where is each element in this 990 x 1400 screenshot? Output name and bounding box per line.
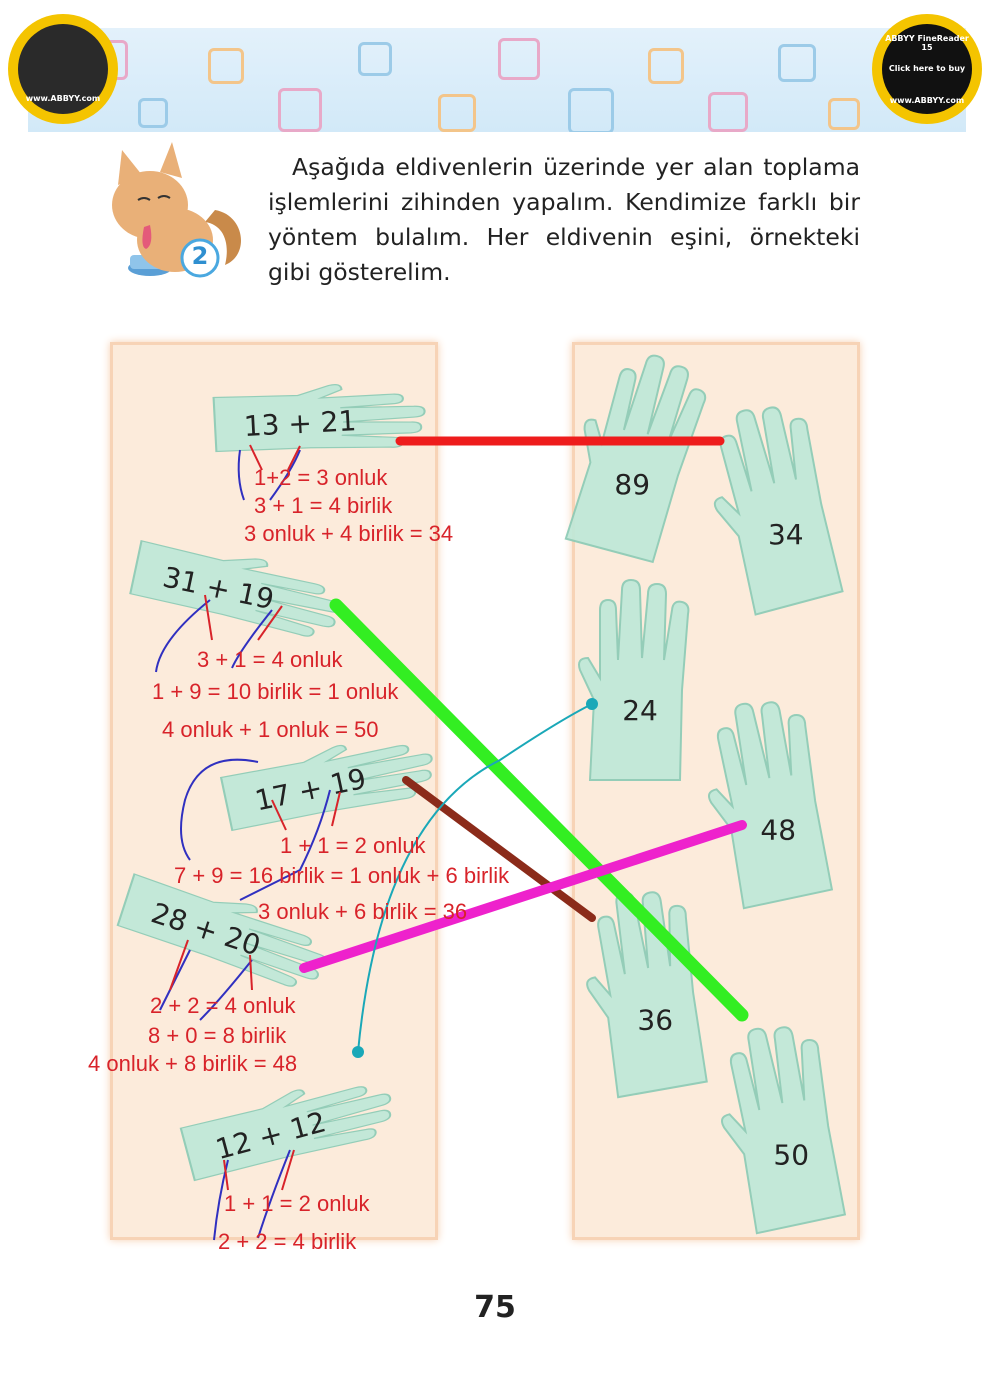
badge-left-text: www.ABBYY.com [25, 94, 101, 103]
red-digit-tick [287, 445, 301, 471]
watermark-badge-left: www.ABBYY.com [8, 14, 118, 124]
blue-grouping-scribble [231, 609, 273, 669]
glove-2-work-line-2: 1 + 9 = 10 birlik = 1 onluk [152, 679, 399, 704]
blue-grouping-scribble [269, 449, 301, 501]
glove-2-work-line-3: 4 onluk + 1 onluk = 50 [162, 717, 379, 742]
blue-grouping-scribble [199, 959, 253, 1021]
decor-square [568, 88, 614, 132]
badge-center: ABBYY FineReader 15 Click here to buy ww… [882, 24, 972, 114]
red-digit-tick [169, 939, 189, 991]
decor-square [708, 92, 748, 132]
decor-square [358, 42, 392, 76]
decor-square [828, 98, 860, 130]
right-glove-value: 50 [773, 1138, 809, 1171]
right-glove-value: 36 [637, 1004, 673, 1037]
red-digit-tick [204, 594, 213, 641]
red-digit-tick [223, 1159, 229, 1191]
header-banner [28, 28, 966, 132]
blue-grouping-scribble [155, 599, 211, 673]
glove-3-work-line-1: 1 + 1 = 2 onluk [280, 833, 426, 858]
glove-shape [713, 406, 844, 616]
match-line-31-19-to-50 [329, 598, 749, 1022]
glove-shape [564, 354, 707, 564]
badge-right-bottom-text: www.ABBYY.com [889, 96, 965, 105]
watermark-badge-right[interactable]: ABBYY FineReader 15 Click here to buy ww… [872, 14, 982, 124]
red-digit-tick [271, 799, 287, 831]
glove-5-work-line-2: 2 + 2 = 4 birlik [218, 1229, 357, 1254]
right-glove-89[interactable]: 89 [555, 343, 712, 565]
decor-square [778, 44, 816, 82]
match-dot-end [586, 698, 598, 710]
glove-shape [707, 701, 834, 910]
glove-4-work-line-1: 2 + 2 = 4 onluk [150, 993, 296, 1018]
blue-grouping-scribble [180, 758, 259, 861]
right-glove-value: 34 [768, 518, 804, 551]
red-digit-tick [331, 791, 341, 827]
left-glove-31-19[interactable]: 31 + 19 [129, 534, 348, 642]
match-line-28-20-to-48 [299, 820, 747, 973]
left-glove-13-21[interactable]: 13 + 21 [212, 380, 426, 457]
glove-shape [578, 578, 690, 781]
red-digit-tick [281, 1149, 295, 1191]
glove-4-work-line-3: 4 onluk + 8 birlik = 48 [88, 1051, 298, 1076]
right-glove-50[interactable]: 50 [705, 1017, 854, 1235]
glove-shape [179, 1086, 392, 1182]
blue-grouping-scribble [239, 789, 331, 901]
blue-grouping-scribble [257, 1149, 291, 1239]
glove-3-work-line-2: 7 + 9 = 16 birlik = 1 onluk + 6 birlik [174, 863, 510, 888]
decor-square [438, 94, 476, 132]
decor-square [138, 98, 168, 128]
decor-square [648, 48, 684, 84]
decor-square [208, 48, 244, 84]
glove-1-work-line-1: 1+2 = 3 onluk [254, 465, 388, 490]
right-glove-value: 48 [760, 813, 796, 846]
right-glove-34[interactable]: 34 [693, 396, 850, 617]
red-digit-tick [249, 444, 263, 471]
glove-5-work-line-1: 1 + 1 = 2 onluk [224, 1191, 370, 1216]
match-dot-start [352, 1046, 364, 1058]
left-glove-17-19[interactable]: 17 + 19 [219, 727, 439, 835]
left-glove-28-20[interactable]: 28 + 20 [116, 868, 336, 995]
red-digit-tick [249, 954, 253, 991]
instructions-text: Aşağıda eldivenlerin üzerinde yer alan t… [268, 153, 860, 286]
blue-grouping-scribble [237, 449, 245, 501]
match-line-17-19-to-36 [402, 776, 596, 922]
badge-center: www.ABBYY.com [18, 24, 108, 114]
glove-1-work-line-3: 3 onluk + 4 birlik = 34 [244, 521, 454, 546]
glove-3-work-line-3: 3 onluk + 6 birlik = 36 [258, 899, 468, 924]
glove-shape [720, 1026, 847, 1235]
glove-1-work-line-2: 3 + 1 = 4 birlik [254, 493, 393, 518]
badge-right-top-text: ABBYY FineReader 15 [885, 34, 969, 52]
match-line-12-12-to-24 [357, 703, 593, 1053]
right-glove-value: 89 [614, 468, 650, 501]
page-number: 75 [474, 1290, 516, 1325]
glove-4-work-line-2: 8 + 0 = 8 birlik [148, 1023, 287, 1048]
red-digit-tick [257, 605, 283, 641]
right-glove-48[interactable]: 48 [692, 692, 841, 910]
right-glove-value: 24 [622, 694, 658, 727]
badge-right-middle-text: Click here to buy [888, 64, 966, 73]
left-glove-expression: 13 + 21 [243, 404, 357, 443]
glove-2-work-line-1: 3 + 1 = 4 onluk [197, 647, 343, 672]
activity-number: 2 [191, 242, 209, 270]
decor-square [278, 88, 322, 132]
decor-square [498, 38, 540, 80]
right-glove-24[interactable]: 24 [578, 578, 690, 781]
